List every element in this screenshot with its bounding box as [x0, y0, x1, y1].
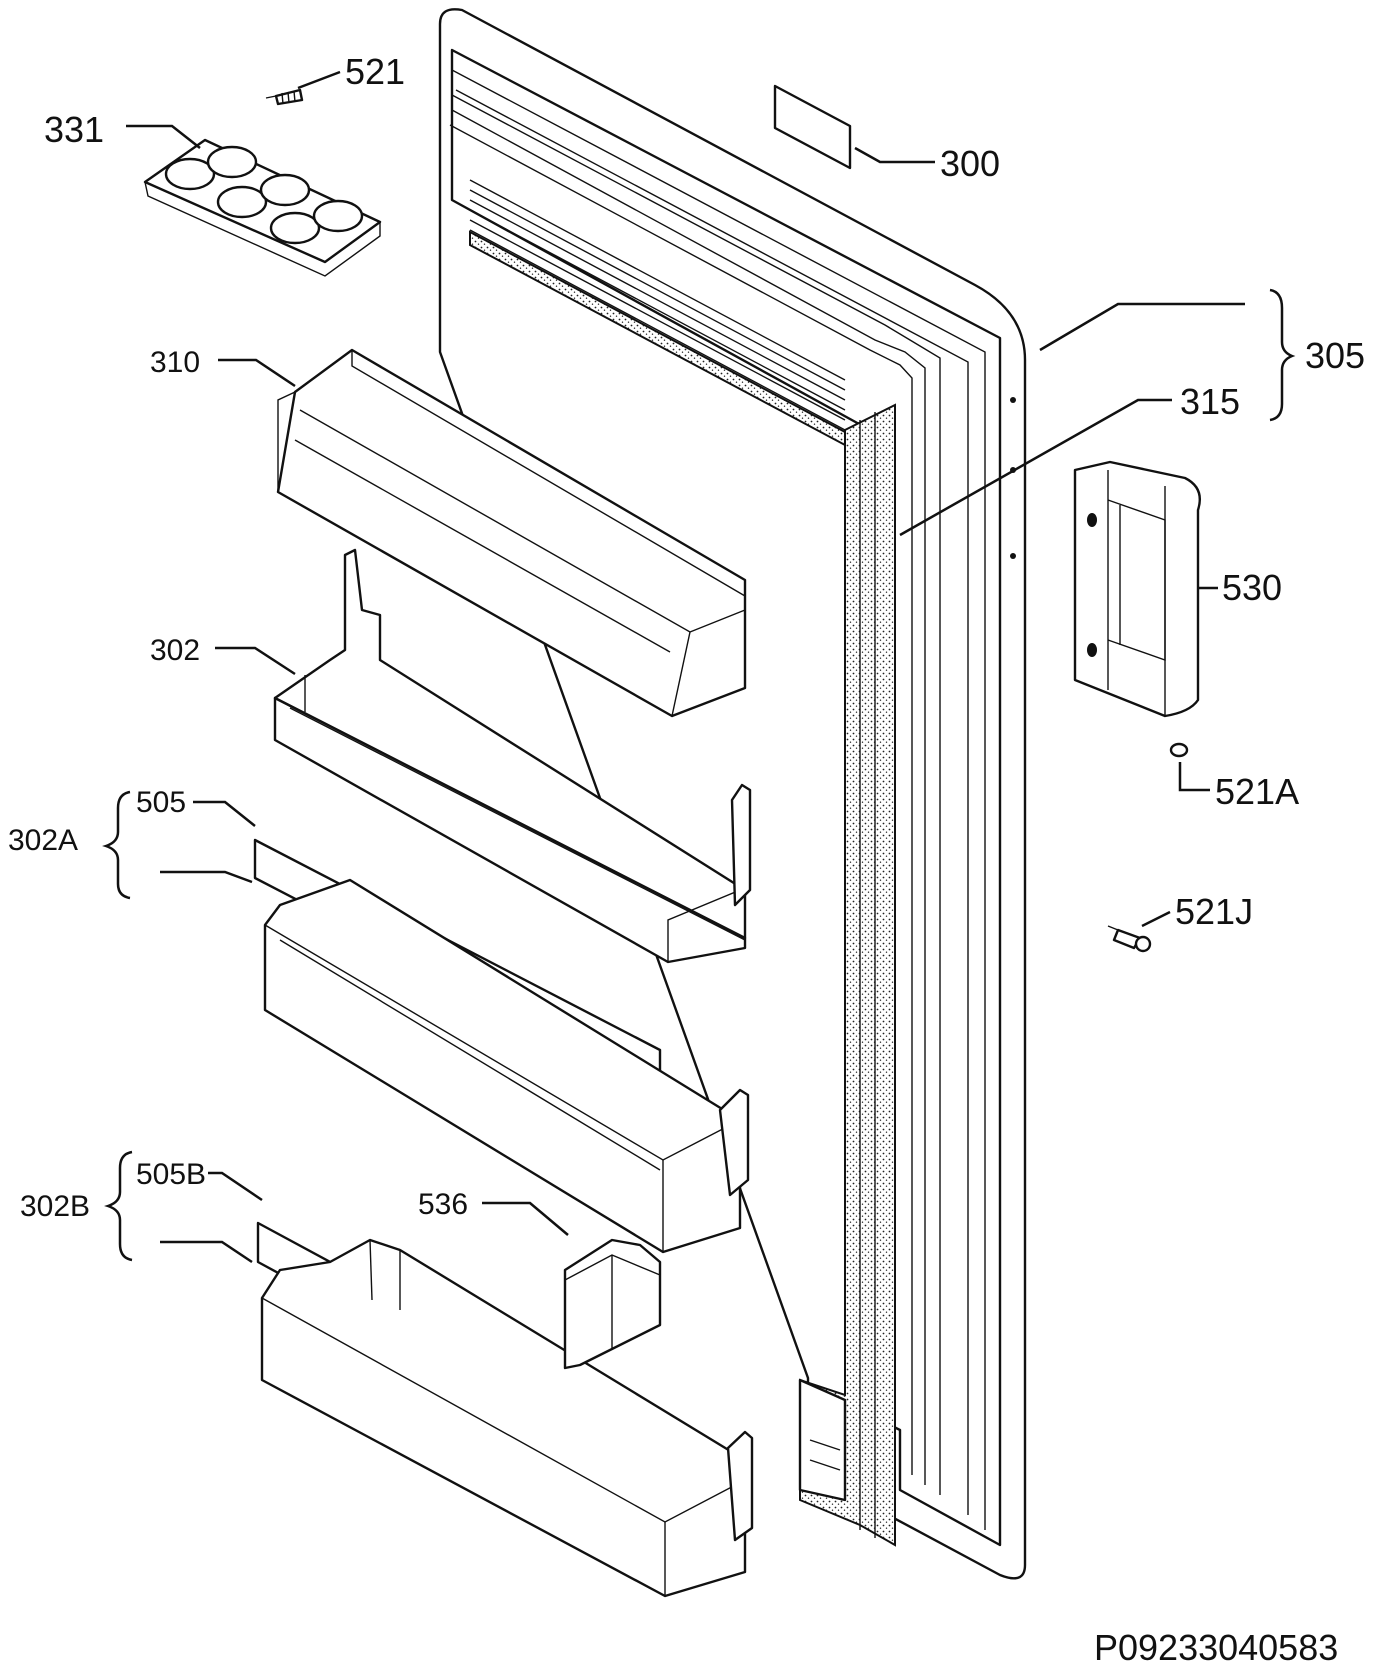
screw-521: [265, 88, 304, 106]
door-assembly: [438, 8, 1027, 1580]
leader-lines: [126, 70, 1245, 1264]
callout-315: 315: [1180, 381, 1240, 422]
screw-521j: [1107, 925, 1152, 953]
callout-505b: 505B: [136, 1158, 206, 1191]
document-id: P09233040583: [1094, 1627, 1338, 1668]
door-shelf-302: [273, 548, 752, 964]
door-gasket: [799, 403, 896, 1547]
callout-521j: 521J: [1175, 891, 1253, 932]
rating-label-plate: [773, 84, 852, 170]
callout-521a: 521A: [1215, 771, 1299, 812]
door-shelf-302a: [253, 838, 750, 1254]
door-vent: [469, 179, 846, 447]
bottle-stopper-536: [563, 1238, 662, 1370]
callout-530: 530: [1222, 567, 1282, 608]
callout-536: 536: [418, 1188, 468, 1221]
egg-tray: [143, 138, 382, 277]
callout-300: 300: [940, 143, 1000, 184]
callout-310: 310: [150, 346, 200, 379]
dairy-compartment-cover: [276, 348, 747, 718]
washer-521a: [1169, 742, 1189, 758]
door-handle: [1073, 460, 1202, 718]
callout-505: 505: [136, 786, 186, 819]
callout-521: 521: [345, 51, 405, 92]
callout-302b: 302B: [20, 1190, 90, 1223]
callout-302: 302: [150, 634, 200, 667]
callout-302a: 302A: [8, 824, 78, 857]
callout-331: 331: [44, 109, 104, 150]
bracket-braces: [102, 288, 1296, 1262]
door-shelf-302b: [256, 1221, 754, 1598]
callout-305: 305: [1305, 335, 1365, 376]
